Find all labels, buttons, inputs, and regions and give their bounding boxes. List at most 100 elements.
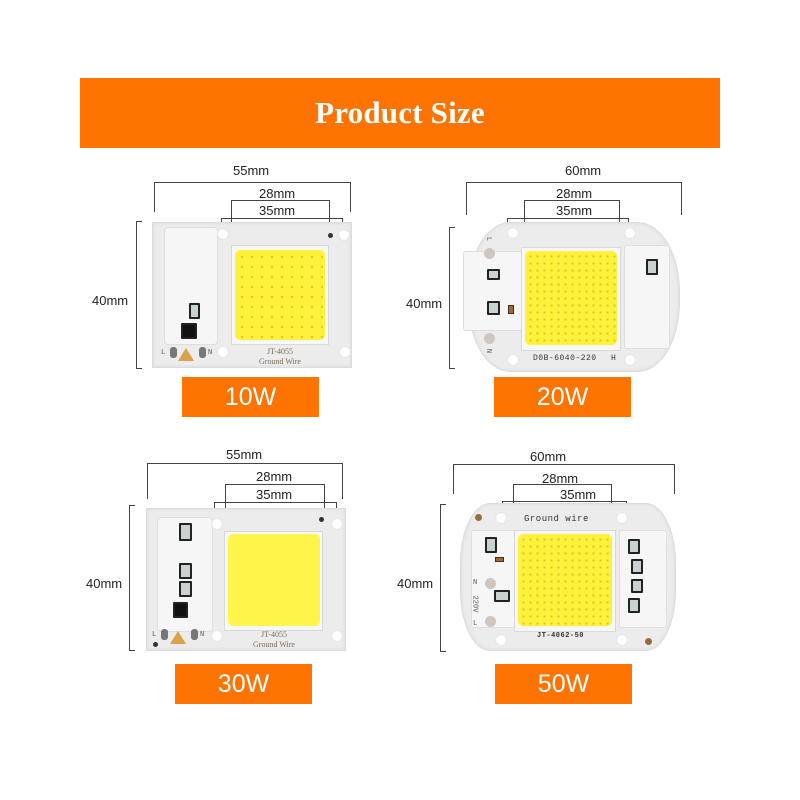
terminal-pad-n xyxy=(485,578,496,589)
bridge-rectifier xyxy=(181,323,197,339)
width-label: 60mm xyxy=(565,163,602,178)
model-text: JT-4055 xyxy=(261,630,287,639)
height-bracket xyxy=(449,227,455,369)
chip-width-label: 28mm xyxy=(556,186,593,201)
watt-badge-10w: 10W xyxy=(182,377,319,417)
terminal-n-label: N xyxy=(473,579,478,587)
hole-spacing-label: 35mm xyxy=(560,487,597,502)
terminal-pad-n xyxy=(484,333,495,344)
terminal-l-label: L xyxy=(484,236,493,242)
ic-chip-3 xyxy=(179,581,192,597)
ic-chip-r3 xyxy=(631,579,643,593)
terminal-l-label: L xyxy=(152,631,157,639)
height-bracket xyxy=(129,505,135,651)
ground-wire-text: Ground Wire xyxy=(253,640,295,649)
ground-wire-text: Ground wire xyxy=(524,514,589,524)
terminal-pad-l xyxy=(161,629,168,640)
mount-hole xyxy=(211,630,223,642)
ic-chip xyxy=(189,303,200,319)
warning-icon xyxy=(170,631,186,644)
model-suffix: H xyxy=(611,354,617,363)
ic-chip-r4 xyxy=(628,598,640,613)
terminal-n-label: N xyxy=(484,348,493,354)
chip-width-label: 28mm xyxy=(256,469,293,484)
cob-board: N 220V L Ground wire JT-4062-50 xyxy=(460,503,676,651)
watt-badge-50w: 50W xyxy=(495,664,632,704)
chip-width-label: 28mm xyxy=(259,186,296,201)
model-text: JT-4062-50 xyxy=(537,632,585,640)
hole-spacing-label: 35mm xyxy=(259,203,296,218)
terminal-l-label: L xyxy=(161,349,166,357)
mount-hole xyxy=(331,630,343,642)
ic-chip xyxy=(487,269,500,280)
ic-chip-1 xyxy=(179,523,192,541)
width-bracket xyxy=(466,182,682,215)
ground-dot-2 xyxy=(645,638,652,645)
model-text: JT-4055 xyxy=(267,347,293,356)
corner-dot xyxy=(153,642,158,647)
ic-chip-2 xyxy=(179,563,192,579)
driver-cover-left xyxy=(463,251,525,331)
bridge-rectifier xyxy=(173,602,188,618)
bridge-rectifier xyxy=(487,301,500,315)
model-text: D0B-6040-220 xyxy=(533,354,597,363)
height-label: 40mm xyxy=(397,576,434,591)
terminal-pad-l xyxy=(484,248,495,259)
mount-hole xyxy=(217,228,229,240)
terminal-pad-n xyxy=(199,347,206,358)
mount-hole xyxy=(338,229,350,241)
height-bracket xyxy=(440,504,446,652)
cob-board: L N D0B-6040-220 H xyxy=(463,222,680,372)
cob-board: L N JT-4055 Ground Wire xyxy=(146,508,346,651)
mount-hole xyxy=(624,227,636,239)
title-banner: Product Size xyxy=(80,78,720,148)
hole-spacing-label: 35mm xyxy=(256,487,293,502)
mount-hole xyxy=(616,634,628,646)
smd-resistor xyxy=(508,305,514,314)
mount-hole xyxy=(616,512,628,524)
led-chip xyxy=(235,250,325,340)
height-label: 40mm xyxy=(92,293,129,308)
width-bracket xyxy=(154,182,351,212)
height-label: 40mm xyxy=(86,576,123,591)
height-bracket xyxy=(136,221,142,369)
banner-title: Product Size xyxy=(315,95,485,130)
width-label: 60mm xyxy=(530,449,567,464)
width-label: 55mm xyxy=(233,163,270,178)
mount-hole xyxy=(339,346,351,358)
mount-hole xyxy=(507,354,519,366)
voltage-label: 220V xyxy=(470,595,479,613)
mount-hole xyxy=(217,346,229,358)
width-bracket xyxy=(147,463,343,499)
terminal-n-label: N xyxy=(208,349,213,357)
ground-wire-text: Ground Wire xyxy=(259,357,301,366)
mount-hole xyxy=(507,227,519,239)
cob-board: L N JT-4055 Ground Wire xyxy=(152,222,352,368)
ground-dot xyxy=(319,517,324,522)
mount-hole xyxy=(495,634,507,646)
ic-chip xyxy=(485,537,497,553)
ic-chip-right xyxy=(646,259,658,275)
height-label: 40mm xyxy=(406,296,443,311)
terminal-pad-l xyxy=(485,616,496,627)
mount-hole xyxy=(211,518,223,530)
ic-chip-r2 xyxy=(631,559,643,574)
width-label: 55mm xyxy=(226,447,263,462)
mount-hole xyxy=(495,512,507,524)
terminal-n-label: N xyxy=(200,631,205,639)
mount-hole xyxy=(331,518,343,530)
ic-chip-r1 xyxy=(628,539,640,554)
led-chip xyxy=(525,251,617,345)
mount-hole xyxy=(624,354,636,366)
led-chip xyxy=(518,534,612,626)
ground-dot xyxy=(328,233,333,238)
driver-cover-right xyxy=(619,530,667,628)
terminal-pad-n xyxy=(191,629,198,640)
smd-resistor xyxy=(495,557,504,562)
warning-icon xyxy=(178,348,194,361)
hole-spacing-label: 35mm xyxy=(556,203,593,218)
chip-width-label: 28mm xyxy=(542,471,579,486)
ground-dot xyxy=(475,514,482,521)
watt-badge-20w: 20W xyxy=(494,377,631,417)
width-bracket xyxy=(453,464,675,494)
